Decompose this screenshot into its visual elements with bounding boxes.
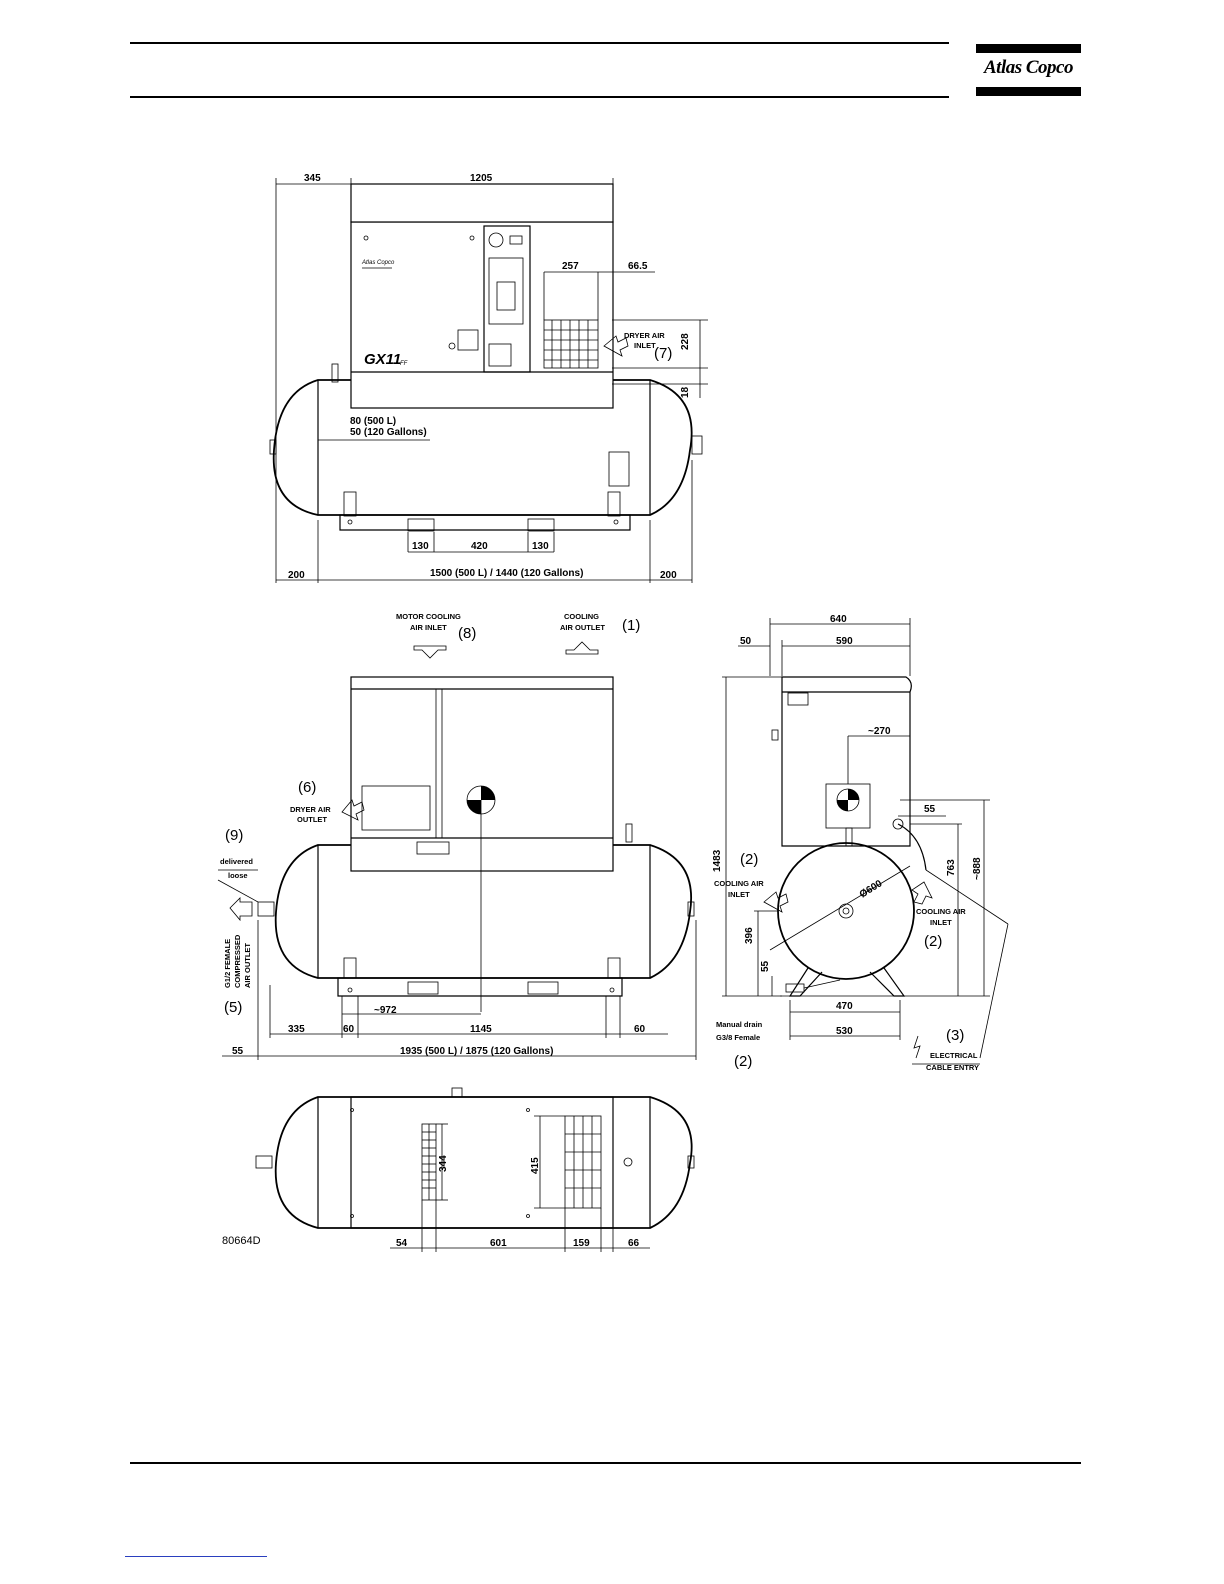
header-rule-top bbox=[130, 42, 949, 44]
side-view: 640 50 590 ~270 55 1483 763 ~888 396 55 … bbox=[712, 614, 1009, 1072]
label-cable-entry-number: (3) bbox=[946, 1027, 964, 1044]
footer-link-underline bbox=[125, 1556, 267, 1557]
model-badge-suffix: FF bbox=[400, 361, 408, 367]
label-cooling-inlet-right-number: (2) bbox=[924, 933, 942, 950]
label-cooling-inlet-right-line2: INLET bbox=[930, 918, 952, 927]
dim-66-5: 66.5 bbox=[628, 261, 648, 272]
dim-345: 345 bbox=[304, 173, 321, 184]
label-dryer-inlet-number: (7) bbox=[654, 345, 672, 362]
label-cooling-outlet-line2: AIR OUTLET bbox=[560, 623, 605, 632]
front-brand-mark: Atlas Copco bbox=[361, 260, 395, 266]
label-manual-drain-number: (2) bbox=[734, 1053, 752, 1070]
dryer-grille bbox=[543, 319, 599, 369]
dim-54: 54 bbox=[396, 1238, 408, 1249]
dim-200-right: 200 bbox=[660, 570, 677, 581]
brand-logo: Atlas Copco bbox=[976, 44, 1081, 96]
dim-257: 257 bbox=[562, 261, 579, 272]
label-cooling-inlet-left-line1: COOLING AIR bbox=[714, 879, 764, 888]
dim-159: 159 bbox=[573, 1238, 590, 1249]
label-delivered-line1: delivered bbox=[220, 857, 253, 866]
dim-130-left: 130 bbox=[412, 541, 429, 552]
dim-diameter-600: Ø600 bbox=[858, 878, 885, 901]
label-motor-cooling-line1: MOTOR COOLING bbox=[396, 612, 461, 621]
dim-415: 415 bbox=[530, 1157, 541, 1174]
dim-396: 396 bbox=[744, 927, 755, 944]
label-delivered-line2: loose bbox=[228, 871, 248, 880]
label-motor-cooling-line2: AIR INLET bbox=[410, 623, 447, 632]
dim-888: ~888 bbox=[972, 857, 983, 880]
dim-60-left: 60 bbox=[343, 1024, 355, 1035]
dim-50: 50 bbox=[740, 636, 752, 647]
brand-logo-text: Atlas Copco bbox=[984, 57, 1073, 78]
dim-335: 335 bbox=[288, 1024, 305, 1035]
dim-590: 590 bbox=[836, 636, 853, 647]
label-cooling-inlet-left-line2: INLET bbox=[728, 890, 750, 899]
label-outlet-line2: COMPRESSED bbox=[233, 934, 242, 988]
label-outlet-line1: G1/2 FEMALE bbox=[223, 939, 232, 988]
drawing-reference-code: 80664D bbox=[222, 1235, 261, 1247]
dim-601: 601 bbox=[490, 1238, 507, 1249]
label-motor-cooling-number: (8) bbox=[458, 625, 476, 642]
dim-640: 640 bbox=[830, 614, 847, 625]
label-outlet-line3: AIR OUTLET bbox=[243, 943, 252, 988]
dim-60-right: 60 bbox=[634, 1024, 646, 1035]
dim-530: 530 bbox=[836, 1026, 853, 1037]
dim-1935: 1935 (500 L) / 1875 (120 Gallons) bbox=[400, 1046, 553, 1057]
dim-972: ~972 bbox=[374, 1005, 397, 1016]
label-manual-drain-line2: G3/8 Female bbox=[716, 1033, 760, 1042]
label-dryer-outlet-line1: DRYER AIR bbox=[290, 805, 331, 814]
label-manual-drain-line1: Manual drain bbox=[716, 1020, 763, 1029]
label-delivered-number: (9) bbox=[225, 827, 243, 844]
tank-note-120gal: 50 (120 Gallons) bbox=[350, 427, 427, 438]
rear-view: MOTOR COOLING AIR INLET (8) COOLING AIR … bbox=[217, 612, 697, 1060]
dim-344: 344 bbox=[438, 1155, 449, 1172]
label-dryer-outlet-line2: OUTLET bbox=[297, 815, 327, 824]
dim-763: 763 bbox=[946, 859, 957, 876]
top-grille-large bbox=[564, 1115, 602, 1209]
dim-66: 66 bbox=[628, 1238, 640, 1249]
tank-note-500l: 80 (500 L) bbox=[350, 416, 396, 427]
label-dryer-inlet-line2: INLET bbox=[634, 341, 656, 350]
model-badge: GX11 bbox=[364, 351, 401, 368]
top-view: 344 415 54 601 159 66 80664D bbox=[222, 1087, 695, 1252]
dim-420: 420 bbox=[471, 541, 488, 552]
label-dryer-inlet-line1: DRYER AIR bbox=[624, 331, 665, 340]
dim-1145: 1145 bbox=[470, 1024, 492, 1035]
dim-470: 470 bbox=[836, 1001, 853, 1012]
label-cooling-inlet-left-number: (2) bbox=[740, 851, 758, 868]
label-cooling-inlet-right-line1: COOLING AIR bbox=[916, 907, 966, 916]
dim-1205: 1205 bbox=[470, 173, 493, 184]
dim-55-cable: 55 bbox=[924, 804, 936, 815]
dim-55-drain: 55 bbox=[760, 960, 771, 972]
label-cooling-outlet-line1: COOLING bbox=[564, 612, 599, 621]
dim-18: 18 bbox=[680, 386, 691, 398]
header-rule-bottom bbox=[130, 96, 949, 98]
footer-rule bbox=[130, 1462, 1081, 1464]
label-cooling-outlet-number: (1) bbox=[622, 617, 640, 634]
dim-270: ~270 bbox=[868, 726, 891, 737]
label-outlet-number: (5) bbox=[224, 999, 242, 1016]
dim-228: 228 bbox=[680, 333, 691, 350]
dim-1500: 1500 (500 L) / 1440 (120 Gallons) bbox=[430, 568, 583, 579]
dim-1483: 1483 bbox=[712, 849, 723, 872]
dim-55-outlet: 55 bbox=[232, 1046, 244, 1057]
top-grille-small bbox=[421, 1123, 437, 1201]
label-cable-entry-line2: CABLE ENTRY bbox=[926, 1063, 979, 1072]
label-cable-entry-line1: ELECTRICAL bbox=[930, 1051, 978, 1060]
label-dryer-outlet-number: (6) bbox=[298, 779, 316, 796]
dim-130-right: 130 bbox=[532, 541, 549, 552]
dim-200-left: 200 bbox=[288, 570, 305, 581]
front-view: Atlas Copco GX11 FF bbox=[269, 173, 708, 583]
